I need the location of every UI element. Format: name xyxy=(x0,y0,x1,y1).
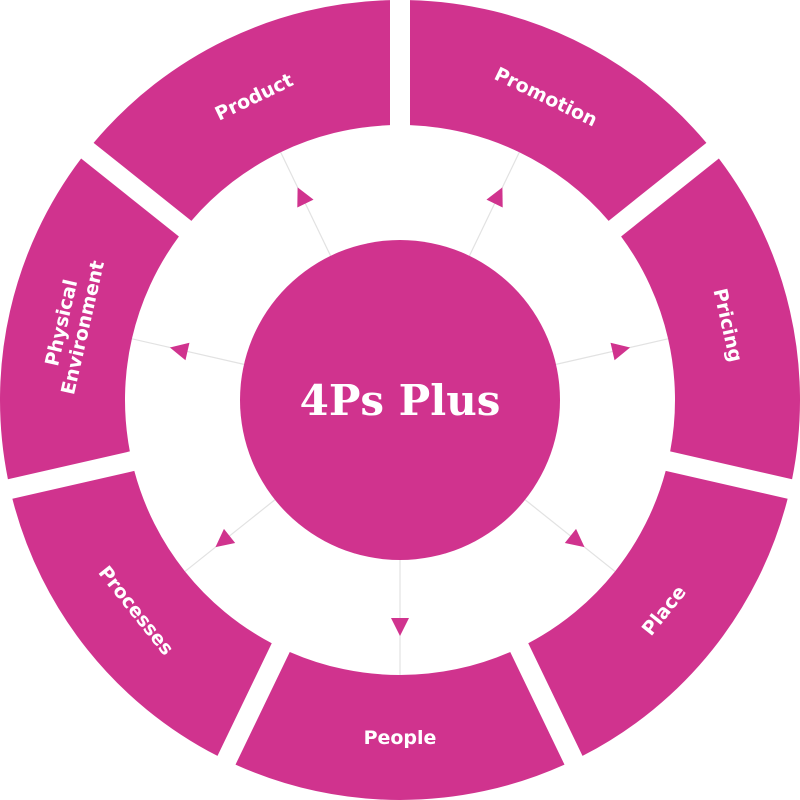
connectors xyxy=(117,138,683,690)
center-circle xyxy=(240,240,560,560)
segment-people: People xyxy=(235,651,565,800)
segment-shape xyxy=(93,0,391,221)
arrow-icon xyxy=(215,528,236,548)
arrow-icon xyxy=(391,618,409,636)
arrow-icon xyxy=(297,187,314,208)
segment-shape xyxy=(410,0,707,221)
arrow-icon xyxy=(169,342,190,361)
segment-shape xyxy=(621,158,800,480)
segment-label: People xyxy=(364,727,437,749)
segment-promotion: Promotion xyxy=(410,0,707,221)
center-label: 4Ps Plus xyxy=(300,376,501,425)
segment-product: Product xyxy=(93,0,391,221)
segment-shape xyxy=(528,470,788,756)
arrow-icon xyxy=(564,528,585,548)
segment-pricing: Pricing xyxy=(621,158,800,480)
segment-shape xyxy=(12,470,272,756)
arrow-icon xyxy=(610,342,631,361)
segment-physical-environment: PhysicalEnvironment xyxy=(0,158,179,480)
segment-processes: Processes xyxy=(12,470,272,756)
segment-shape xyxy=(0,158,179,480)
arrow-icon xyxy=(486,187,503,208)
segment-shape xyxy=(235,651,565,800)
segment-place: Place xyxy=(528,470,788,756)
